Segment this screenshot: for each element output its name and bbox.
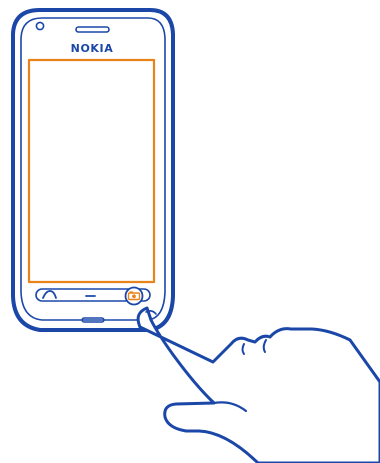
hand: [138, 308, 380, 463]
hand-outline: [138, 308, 380, 463]
brand-logo: NOKIA: [71, 42, 114, 55]
touch-screen[interactable]: [29, 60, 154, 282]
phone: NOKIA: [13, 10, 174, 330]
